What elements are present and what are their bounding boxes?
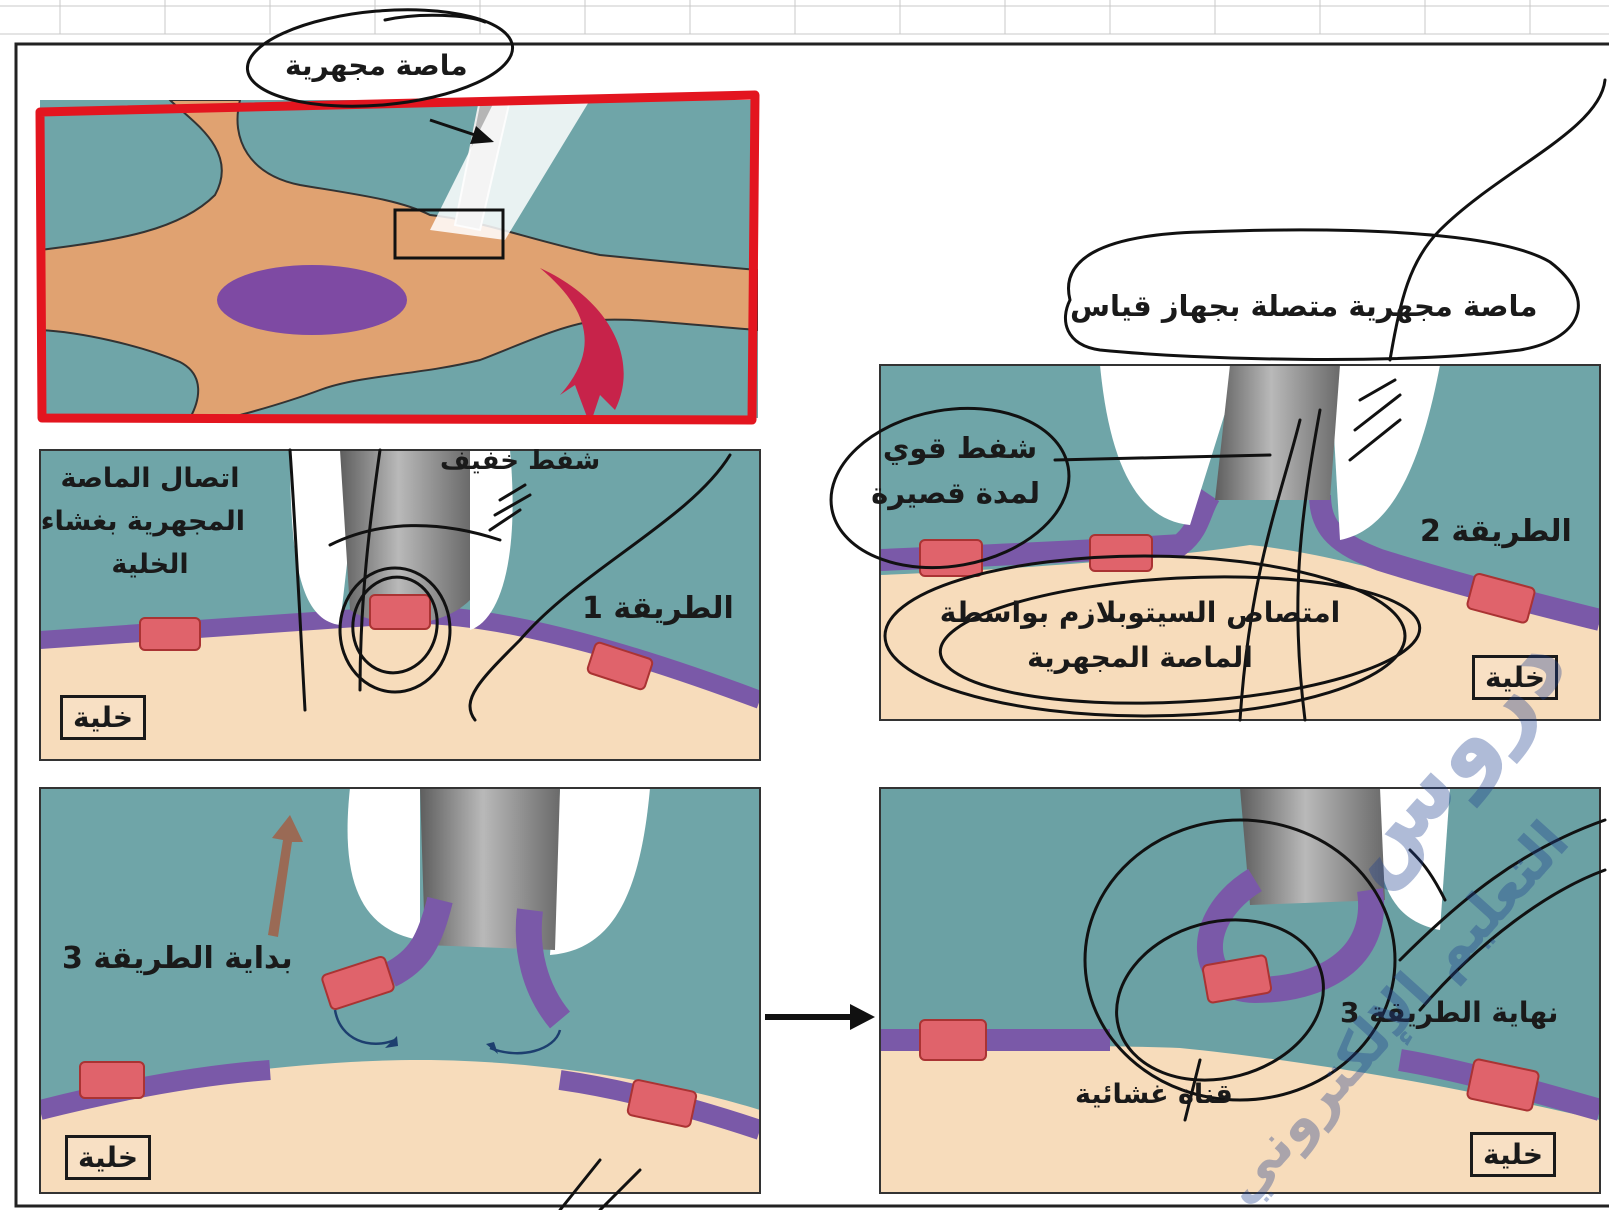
nucleus	[217, 265, 407, 335]
label-attach-line-3: الخلية	[55, 548, 245, 582]
panel-method-3-start	[40, 788, 760, 1193]
label-micropipette: ماصة مجهرية	[285, 48, 468, 83]
label-cell-panel-1: خلية	[60, 695, 146, 740]
right-arrow-icon	[850, 1004, 875, 1030]
label-cell-panel-3-end: خلية	[1470, 1132, 1556, 1177]
channel-protein	[370, 595, 430, 629]
label-method-2: الطريقة 2	[1420, 513, 1572, 551]
label-strong-suction-2: لمدة قصيرة	[880, 475, 1040, 511]
label-attach-line-1: اتصال الماصة	[55, 462, 245, 496]
pipette-tip	[1215, 365, 1340, 500]
channel-protein	[920, 540, 982, 576]
label-strong-suction-1: شفط قوي	[880, 430, 1040, 466]
label-attach-line-2: المجهرية بغشاء	[55, 505, 245, 539]
label-weak-suction: شفط خفيف	[440, 445, 600, 478]
label-micropipette-connected: ماصة مجهرية متصلة بجهاز قياس	[1070, 288, 1537, 324]
panel-neuron	[40, 100, 758, 425]
label-start-method-3: بداية الطريقة 3	[62, 940, 293, 978]
label-membrane-channel: قناة غشائية	[1075, 1078, 1233, 1112]
label-absorb-line-1: امتصاص السيتوبلازم بواسطة	[905, 595, 1375, 630]
label-cell-panel-3-start: خلية	[65, 1135, 151, 1180]
label-method-1: الطريقة 1	[582, 590, 734, 628]
channel-protein	[920, 1020, 986, 1060]
channel-protein	[1090, 535, 1152, 571]
label-absorb-line-2: الماصة المجهرية	[905, 640, 1375, 675]
channel-protein	[80, 1062, 144, 1098]
channel-protein	[140, 618, 200, 650]
spreadsheet-grid	[0, 0, 1609, 34]
